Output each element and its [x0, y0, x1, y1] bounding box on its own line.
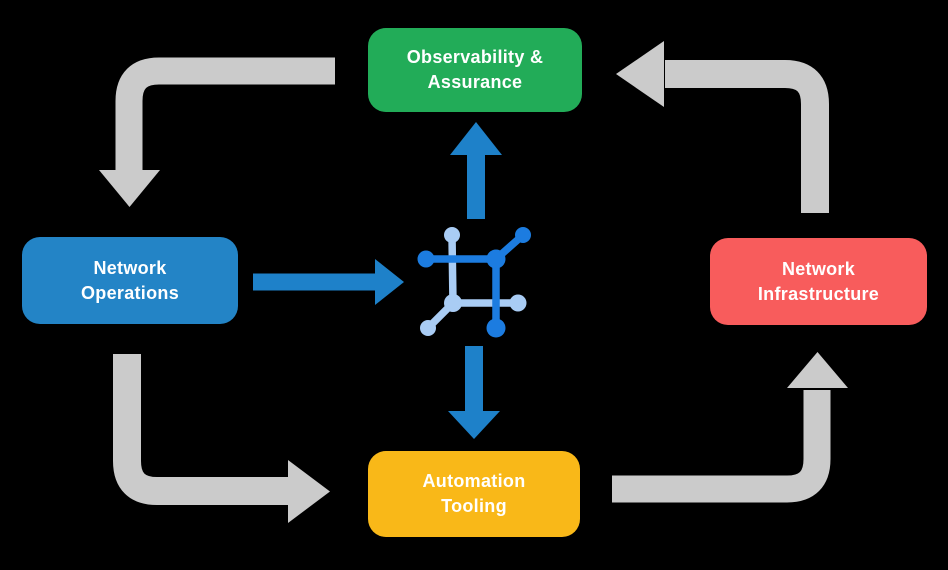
- cycle-arrow-observability-to-operations: [99, 57, 335, 207]
- network-hub-icon: [417, 227, 531, 338]
- node-network-operations: Network Operations: [22, 237, 238, 324]
- cycle-arrow-operations-to-automation: [113, 354, 330, 523]
- node-network-infrastructure: Network Infrastructure: [710, 238, 927, 325]
- node-observability-assurance: Observability & Assurance: [368, 28, 582, 112]
- hub-icon-dark-part: [417, 227, 531, 338]
- cycle-arrow-infrastructure-to-observability: [616, 41, 829, 213]
- cycle-arrow-automation-to-infrastructure: [612, 352, 848, 503]
- node-label-line: Tooling: [441, 496, 507, 516]
- flow-arrow-hub-to-observability: [450, 122, 502, 219]
- node-automation-tooling: Automation Tooling: [368, 451, 580, 537]
- node-label-line: Automation: [422, 471, 526, 491]
- flow-arrow-operations-to-hub: [253, 259, 404, 305]
- node-label-line: Network: [781, 258, 856, 279]
- hub-icon-light-part: [420, 227, 527, 336]
- flow-arrow-hub-to-automation: [448, 346, 500, 439]
- node-label-line: Infrastructure: [757, 283, 880, 304]
- node-label-line: Network: [93, 257, 167, 278]
- node-label-line: Assurance: [427, 72, 523, 92]
- node-label-line: Observability &: [406, 47, 544, 67]
- node-label-line: Operations: [80, 282, 180, 303]
